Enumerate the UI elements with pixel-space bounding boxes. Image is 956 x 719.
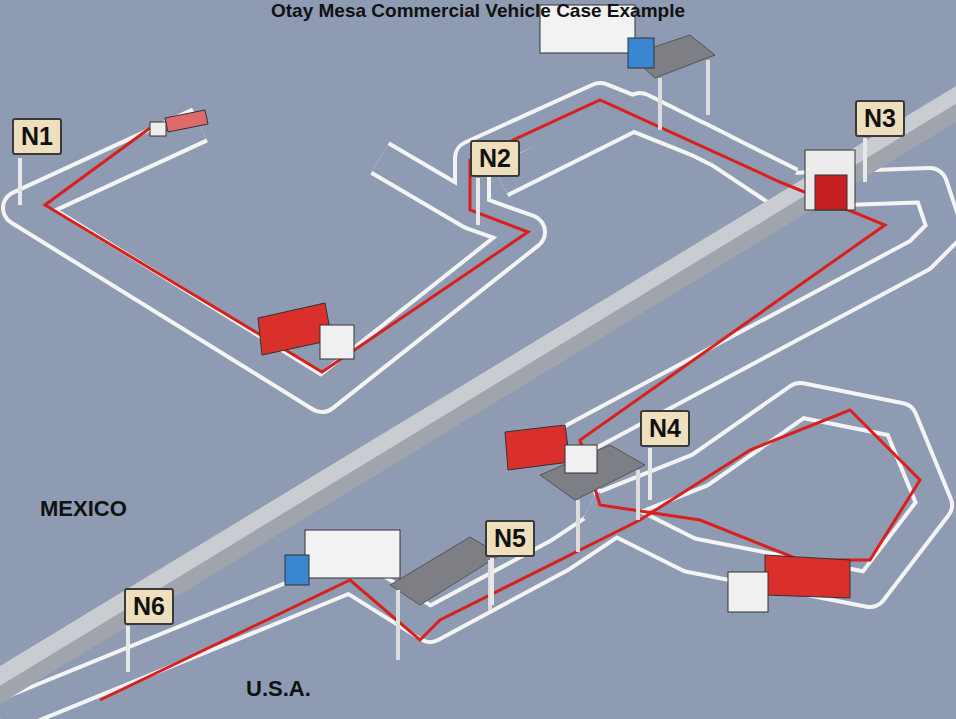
- sign-board: N2: [470, 140, 520, 177]
- sign-poles: [20, 138, 865, 672]
- border-wall-top: [0, 86, 956, 686]
- sign-label: N4: [649, 414, 681, 443]
- sign-label: N3: [864, 104, 896, 133]
- sign-label: N5: [494, 524, 526, 553]
- sign-label: N1: [21, 122, 53, 151]
- country-label: U.S.A.: [246, 676, 311, 702]
- sign-label: N6: [133, 592, 165, 621]
- sign-board: N3: [855, 100, 905, 137]
- vehicle-route: [45, 100, 920, 700]
- diagram-title: Otay Mesa Commercial Vehicle Case Exampl…: [0, 0, 956, 22]
- sign-board: N5: [485, 520, 535, 557]
- border-wall-side: [0, 104, 956, 704]
- country-label: MEXICO: [40, 496, 127, 522]
- sign-board: N1: [12, 118, 62, 155]
- inspection-booths: [390, 35, 715, 660]
- sign-board: N6: [124, 588, 174, 625]
- sign-label: N2: [479, 144, 511, 173]
- sign-board: N4: [640, 410, 690, 447]
- trucks: [150, 5, 855, 612]
